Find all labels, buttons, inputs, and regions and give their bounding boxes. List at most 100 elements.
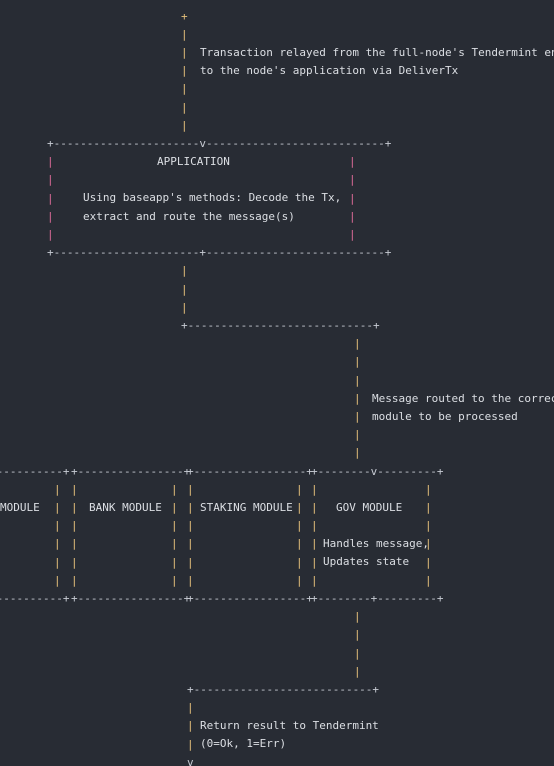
- result-annotation-line-2: (0=Ok, 1=Err): [200, 737, 287, 751]
- staking-module-box-right-edge: |: [296, 519, 303, 533]
- gov-module-box-left-edge: |: [311, 519, 318, 533]
- module-box-partial-top-edge: +----------+: [0, 464, 70, 478]
- module-label-partial: MODULE: [0, 500, 40, 514]
- connector-line: |: [354, 664, 361, 678]
- bank-module-box-right-edge: |: [171, 537, 178, 551]
- gov-module-box-left-edge: |: [311, 500, 318, 514]
- connector-line: |: [354, 610, 361, 624]
- gov-module-box-right-edge: |: [425, 500, 432, 514]
- bank-module-box-left-edge: |: [71, 573, 78, 587]
- connector-line: |: [354, 446, 361, 460]
- gov-module-box-left-edge: |: [311, 573, 318, 587]
- relay-annotation-line-1: Transaction relayed from the full-node's…: [200, 45, 554, 59]
- application-box-left-edge: |: [47, 173, 54, 187]
- bank-module-label: BANK MODULE: [89, 500, 162, 514]
- gov-module-box-right-edge: |: [425, 573, 432, 587]
- connector-line: |: [354, 337, 361, 351]
- module-box-partial-right-edge: |: [54, 482, 61, 496]
- connector-line: |: [354, 628, 361, 642]
- staking-module-box-right-edge: |: [296, 537, 303, 551]
- module-box-partial-right-edge: |: [54, 573, 61, 587]
- routing-annotation-line-2: module to be processed: [372, 409, 518, 423]
- bank-module-box-bottom-edge: +----------------+: [71, 591, 191, 605]
- bank-module-box-right-edge: |: [171, 500, 178, 514]
- application-box-right-edge: |: [349, 227, 356, 241]
- connector-line: |: [354, 355, 361, 369]
- relay-annotation-line-2: to the node's application via DeliverTx: [200, 63, 459, 77]
- connector-line: |: [354, 391, 361, 405]
- staking-module-box-left-edge: |: [187, 482, 194, 496]
- connector-line: |: [187, 737, 194, 751]
- bank-module-box-left-edge: |: [71, 500, 78, 514]
- gov-module-box-left-edge: |: [311, 482, 318, 496]
- staking-module-box-left-edge: |: [187, 537, 194, 551]
- staking-module-box-right-edge: |: [296, 500, 303, 514]
- connector-line: |: [187, 719, 194, 733]
- bank-module-box-left-edge: |: [71, 519, 78, 533]
- module-box-partial-right-edge: |: [54, 555, 61, 569]
- module-box-partial-bottom-edge: +----------+: [0, 591, 70, 605]
- bank-module-box-right-edge: |: [171, 573, 178, 587]
- router-branch: +----------------------------+: [181, 318, 380, 332]
- staking-module-box-bottom-edge: +-----------------+: [187, 591, 313, 605]
- staking-module-label: STAKING MODULE: [200, 500, 293, 514]
- result-annotation-line-1: Return result to Tendermint: [200, 719, 379, 733]
- connector-arrow-end: v: [187, 755, 194, 766]
- bank-module-box-left-edge: |: [71, 537, 78, 551]
- connector-line: |: [181, 27, 188, 41]
- application-box-bottom-edge: +----------------------+----------------…: [47, 246, 392, 260]
- connector-line: |: [354, 428, 361, 442]
- staking-module-box-left-edge: |: [187, 555, 194, 569]
- connector-line: |: [181, 264, 188, 278]
- application-box-left-edge: |: [47, 209, 54, 223]
- gov-module-description-line-1: Handles message,: [323, 537, 429, 551]
- application-box-top-edge: +----------------------v----------------…: [47, 136, 392, 150]
- staking-module-box-right-edge: |: [296, 482, 303, 496]
- connector-line: |: [354, 646, 361, 660]
- gov-module-box-right-edge: |: [425, 555, 432, 569]
- application-box-right-edge: |: [349, 191, 356, 205]
- gov-module-box-bottom-edge: +--------+---------+: [311, 591, 444, 605]
- gov-module-label: GOV MODULE: [336, 500, 403, 514]
- connector-line: |: [187, 701, 194, 715]
- application-box-left-edge: |: [47, 191, 54, 205]
- application-title: APPLICATION: [157, 154, 230, 168]
- application-description-line-1: Using baseapp's methods: Decode the Tx,: [83, 191, 342, 205]
- staking-module-box-left-edge: |: [187, 519, 194, 533]
- application-box-right-edge: |: [349, 209, 356, 223]
- connector-line: |: [181, 282, 188, 296]
- bank-module-box-left-edge: |: [71, 555, 78, 569]
- bank-module-box-left-edge: |: [71, 482, 78, 496]
- bank-module-box-right-edge: |: [171, 482, 178, 496]
- connector-line: |: [181, 118, 188, 132]
- staking-module-box-left-edge: |: [187, 573, 194, 587]
- application-description-line-2: extract and route the message(s): [83, 209, 295, 223]
- gov-module-box-right-edge: |: [425, 519, 432, 533]
- module-box-partial-right-edge: |: [54, 519, 61, 533]
- connector-line: |: [181, 100, 188, 114]
- connector-line: |: [181, 82, 188, 96]
- gov-module-box-left-edge: |: [311, 537, 318, 551]
- gov-module-box-top-edge: +--------v---------+: [311, 464, 444, 478]
- staking-module-box-top-edge: +-----------------+: [187, 464, 313, 478]
- connector-line: |: [354, 373, 361, 387]
- application-box-right-edge: |: [349, 173, 356, 187]
- connector-line: |: [181, 64, 188, 78]
- application-box-right-edge: |: [349, 155, 356, 169]
- module-box-partial-right-edge: |: [54, 500, 61, 514]
- gov-module-box-right-edge: |: [425, 482, 432, 496]
- gov-module-description-line-2: Updates state: [323, 555, 410, 569]
- module-box-partial-right-edge: |: [54, 537, 61, 551]
- connector-start: +: [181, 9, 188, 23]
- staking-module-box-right-edge: |: [296, 555, 303, 569]
- connector-line: |: [354, 409, 361, 423]
- return-branch: +---------------------------+: [187, 682, 380, 696]
- application-box-left-edge: |: [47, 227, 54, 241]
- staking-module-box-left-edge: |: [187, 500, 194, 514]
- connector-line: |: [181, 45, 188, 59]
- application-box-left-edge: |: [47, 155, 54, 169]
- gov-module-box-left-edge: |: [311, 555, 318, 569]
- bank-module-box-right-edge: |: [171, 555, 178, 569]
- bank-module-box-right-edge: |: [171, 519, 178, 533]
